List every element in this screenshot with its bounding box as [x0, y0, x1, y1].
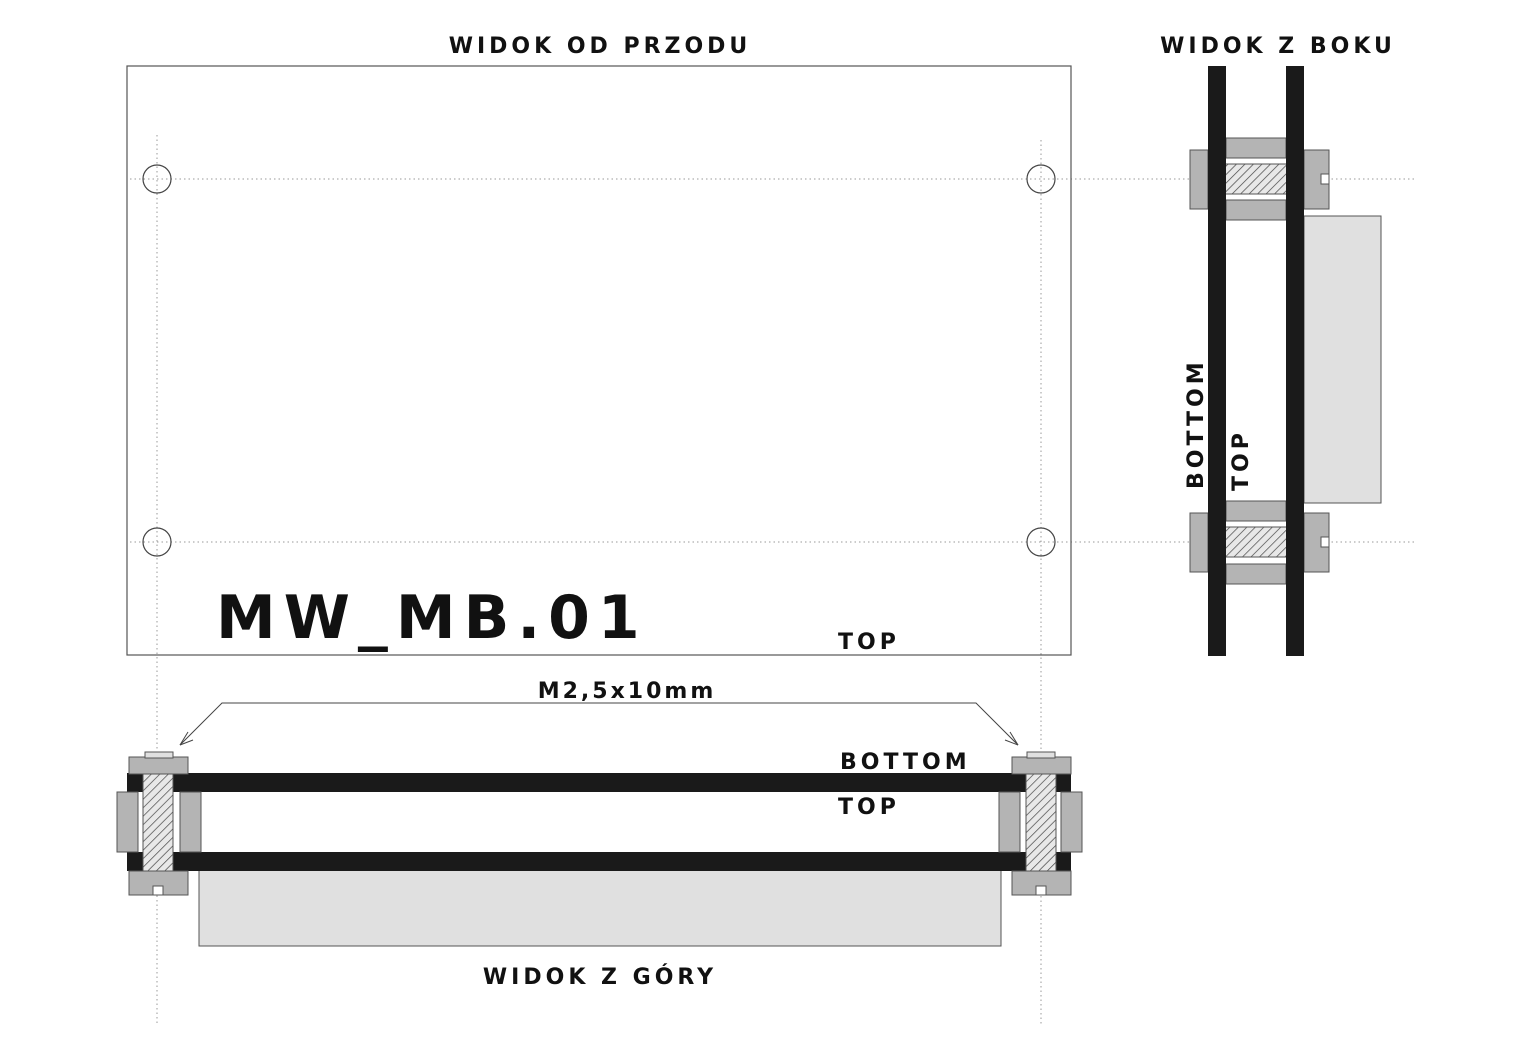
mounting-hole	[1026, 527, 1056, 557]
top-view: M2,5x10mm	[116, 679, 1083, 990]
front-view: MW_MB.01 TOP	[126, 65, 1072, 656]
front-top-label: TOP	[838, 630, 900, 655]
side-board-top	[1286, 66, 1304, 656]
guide-lines	[130, 135, 1415, 1025]
top-view-title: WIDOK Z GÓRY	[483, 964, 717, 990]
top-component	[198, 869, 1002, 947]
mounting-hole	[142, 164, 172, 194]
top-view-bottom-label: BOTTOM	[840, 750, 971, 775]
side-top-label: TOP	[1229, 429, 1254, 491]
top-board-lower	[127, 852, 1071, 871]
side-view: BOTTOM TOP	[1184, 66, 1382, 656]
front-view-title: WIDOK OD PRZODU	[449, 34, 752, 59]
top-fastener-left	[116, 751, 202, 896]
side-board-bottom	[1208, 66, 1226, 656]
side-component	[1303, 215, 1382, 504]
side-view-title: WIDOK Z BOKU	[1160, 34, 1396, 59]
side-bottom-label: BOTTOM	[1184, 358, 1209, 489]
screw-label: M2,5x10mm	[538, 679, 717, 704]
top-view-top-label: TOP	[838, 795, 900, 820]
top-board-upper	[127, 773, 1071, 792]
board-name: MW_MB.01	[216, 583, 648, 653]
front-board-outline	[126, 65, 1072, 656]
mounting-hole	[1026, 164, 1056, 194]
top-fastener-right	[998, 751, 1083, 896]
side-fastener-lower	[1189, 500, 1330, 585]
screw-callout-leader	[179, 702, 1019, 746]
mounting-hole	[142, 527, 172, 557]
